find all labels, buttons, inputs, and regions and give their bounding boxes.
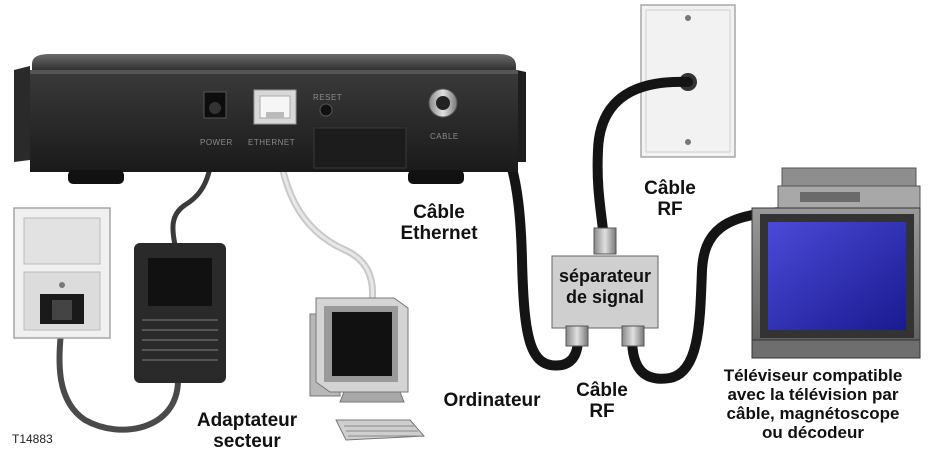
power-cable-outlet: [56, 319, 181, 433]
coax-cable-splitter-to-tv: [627, 207, 795, 384]
cable-ethernet-label: Câble Ethernet: [400, 202, 478, 244]
signal-splitter: [551, 227, 659, 347]
adaptateur-label: Adaptateur secteur: [196, 410, 298, 452]
ethernet-port-label: ETHERNET: [248, 138, 296, 147]
television: [751, 167, 921, 359]
splitter-label: séparateur de signal: [558, 266, 652, 307]
cable-rf-top-label: Câble RF: [644, 178, 696, 220]
reset-port-label: RESET: [313, 93, 343, 102]
wall-outlet: [13, 207, 111, 339]
coax-cable-wall-to-splitter: [592, 76, 693, 245]
cable-port-label: CABLE: [430, 132, 459, 141]
power-adapter: [134, 243, 226, 383]
figure-id: T14883: [12, 432, 53, 446]
computer: [309, 297, 426, 441]
cable-modem: [14, 54, 526, 184]
ordinateur-label: Ordinateur: [443, 390, 541, 411]
cable-rf-bottom-label: Câble RF: [576, 380, 628, 422]
televiseur-label: Téléviseur compatible avec la télévision…: [723, 366, 903, 442]
power-port-label: POWER: [200, 138, 233, 147]
